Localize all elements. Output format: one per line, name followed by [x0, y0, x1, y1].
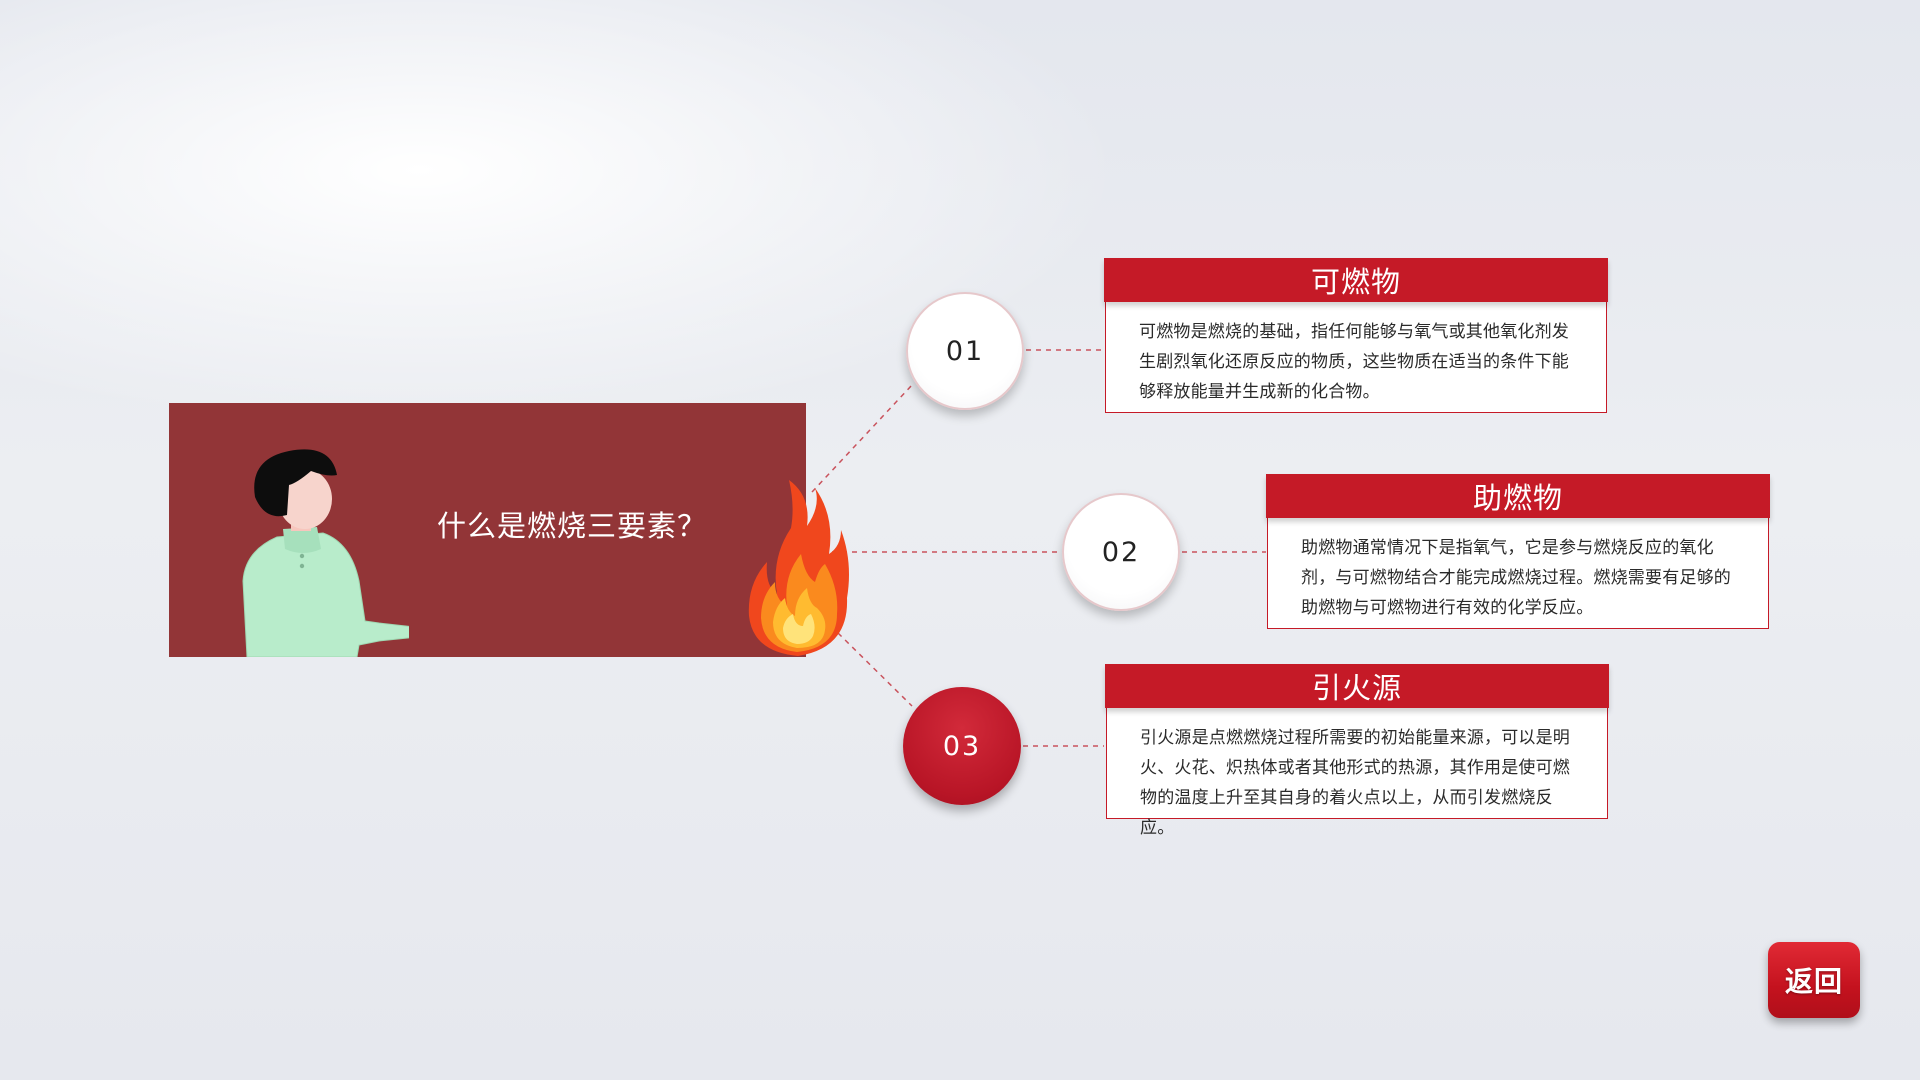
- flame-icon: [748, 480, 849, 656]
- card-text: 助燃物通常情况下是指氧气，它是参与燃烧反应的氧化剂，与可燃物结合才能完成燃烧过程…: [1267, 512, 1769, 629]
- number-label-01: 01: [945, 335, 985, 367]
- number-circle-02: 02: [1062, 493, 1180, 611]
- card-text: 引火源是点燃燃烧过程所需要的初始能量来源，可以是明火、火花、炽热体或者其他形式的…: [1106, 702, 1608, 838]
- return-button[interactable]: 返回: [1768, 942, 1860, 1018]
- card-oxidizer: 助燃物 助燃物通常情况下是指氧气，它是参与燃烧反应的氧化剂，与可燃物结合才能完成…: [1266, 474, 1770, 629]
- card-title: 引火源: [1105, 664, 1609, 708]
- number-label-03: 03: [942, 730, 982, 762]
- number-circle-03: 03: [903, 687, 1021, 805]
- person-illustration: [242, 449, 409, 657]
- card-ignition: 引火源 引火源是点燃燃烧过程所需要的初始能量来源，可以是明火、火花、炽热体或者其…: [1105, 664, 1609, 838]
- card-combustible: 可燃物 可燃物是燃烧的基础，指任何能够与氧气或其他氧化剂发生剧烈氧化还原反应的物…: [1104, 258, 1608, 413]
- card-text: 可燃物是燃烧的基础，指任何能够与氧气或其他氧化剂发生剧烈氧化还原反应的物质，这些…: [1105, 296, 1607, 413]
- intro-panel: 什么是燃烧三要素？: [169, 403, 806, 657]
- panel-title: 什么是燃烧三要素？: [437, 509, 708, 543]
- card-title: 助燃物: [1266, 474, 1770, 518]
- number-circle-01: 01: [906, 292, 1024, 410]
- number-label-02: 02: [1101, 536, 1141, 568]
- card-title: 可燃物: [1104, 258, 1608, 302]
